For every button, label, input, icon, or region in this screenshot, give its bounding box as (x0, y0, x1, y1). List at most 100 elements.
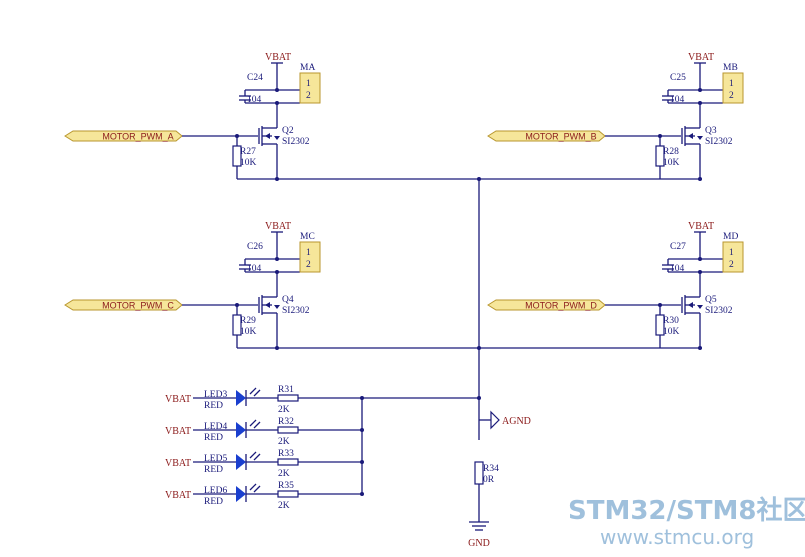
pin-2: 2 (729, 91, 734, 101)
junction-dot (698, 257, 702, 261)
junction-dot (698, 101, 702, 105)
pin-1: 1 (729, 248, 734, 258)
led-symbol (236, 390, 246, 406)
junction-dot (275, 270, 279, 274)
led-ray (253, 485, 261, 493)
led-ray (249, 419, 257, 427)
connector-ref: MC (300, 232, 315, 242)
pin-1: 1 (729, 79, 734, 89)
led-supply: VBAT (165, 458, 191, 469)
junction-dot (275, 88, 279, 92)
vbat-label: VBAT (265, 221, 291, 232)
pin-2: 2 (729, 260, 734, 270)
transistor-ref: Q2 (282, 126, 294, 136)
cap-ref: C26 (247, 242, 263, 252)
pin-1: 1 (306, 79, 311, 89)
pwm-label: MOTOR_PWM_A (102, 132, 173, 142)
cap-ref: C24 (247, 73, 263, 83)
junction-dot (275, 101, 279, 105)
gnd-resistor-value: 0R (483, 475, 495, 485)
connector-ref: MD (723, 232, 738, 242)
connector-body (299, 241, 321, 273)
agnd-flag (490, 410, 500, 430)
led-ray (249, 483, 257, 491)
led-ray (253, 453, 261, 461)
watermark-line1_c: 社区 (756, 495, 805, 526)
cap-value: 104 (247, 264, 262, 274)
led-resistor (277, 426, 299, 434)
resistor-ref: R27 (240, 147, 256, 157)
junction-dot (477, 346, 481, 350)
vbat-label: VBAT (688, 221, 714, 232)
gnd-resistor-ref: R34 (483, 464, 499, 474)
led-resistor-value: 2K (278, 437, 290, 447)
resistor-ref: R28 (663, 147, 679, 157)
diode-mark (697, 136, 703, 140)
diode-mark (274, 305, 280, 309)
transistor-part: SI2302 (705, 137, 733, 147)
transistor-part: SI2302 (282, 137, 310, 147)
transistor-part: SI2302 (282, 306, 310, 316)
led-resistor-value: 2K (278, 501, 290, 511)
led-ray (253, 421, 261, 429)
cap-value: 104 (670, 264, 685, 274)
led-supply: VBAT (165, 490, 191, 501)
connector-body (299, 72, 321, 104)
led-ref: LED6 (204, 486, 227, 496)
cap-value: 104 (670, 95, 685, 105)
led-symbol (236, 422, 246, 438)
led-resistor-ref: R33 (278, 449, 294, 459)
pin-2: 2 (306, 91, 311, 101)
junction-dot (275, 257, 279, 261)
resistor-ref: R29 (240, 316, 256, 326)
led-resistor-ref: R35 (278, 481, 294, 491)
pin-1: 1 (306, 248, 311, 258)
fet-arrow (265, 302, 270, 308)
pin-2: 2 (306, 260, 311, 270)
led-resistor (277, 458, 299, 466)
watermark-line2: www.stmcu.org (600, 525, 754, 549)
resistor-value: 10K (240, 327, 257, 337)
connector-body (722, 72, 744, 104)
led-supply: VBAT (165, 426, 191, 437)
gnd-label: GND (468, 538, 490, 549)
connector-body (722, 241, 744, 273)
vbat-label: VBAT (688, 52, 714, 63)
resistor-value: 10K (663, 327, 680, 337)
junction-dot (477, 177, 481, 181)
led-ray (249, 451, 257, 459)
led-ref: LED4 (204, 422, 227, 432)
fet-arrow (265, 133, 270, 139)
led-resistor-value: 2K (278, 405, 290, 415)
diode-mark (274, 136, 280, 140)
resistor-value: 10K (240, 158, 257, 168)
led-resistor-ref: R31 (278, 385, 294, 395)
fet-arrow (688, 302, 693, 308)
led-ref: LED5 (204, 454, 227, 464)
resistor-value: 10K (663, 158, 680, 168)
led-supply: VBAT (165, 394, 191, 405)
watermark-line1_a: STM32 (568, 496, 667, 526)
led-color: RED (204, 433, 223, 443)
pwm-label: MOTOR_PWM_C (102, 301, 174, 311)
led-resistor-ref: R32 (278, 417, 294, 427)
transistor-ref: Q5 (705, 295, 717, 305)
led-color: RED (204, 401, 223, 411)
gnd-resistor (474, 461, 484, 485)
junction-dot (698, 270, 702, 274)
led-ref: LED3 (204, 390, 227, 400)
led-symbol (236, 486, 246, 502)
led-resistor (277, 490, 299, 498)
fet-arrow (688, 133, 693, 139)
connector-ref: MB (723, 63, 738, 73)
resistor-ref: R30 (663, 316, 679, 326)
